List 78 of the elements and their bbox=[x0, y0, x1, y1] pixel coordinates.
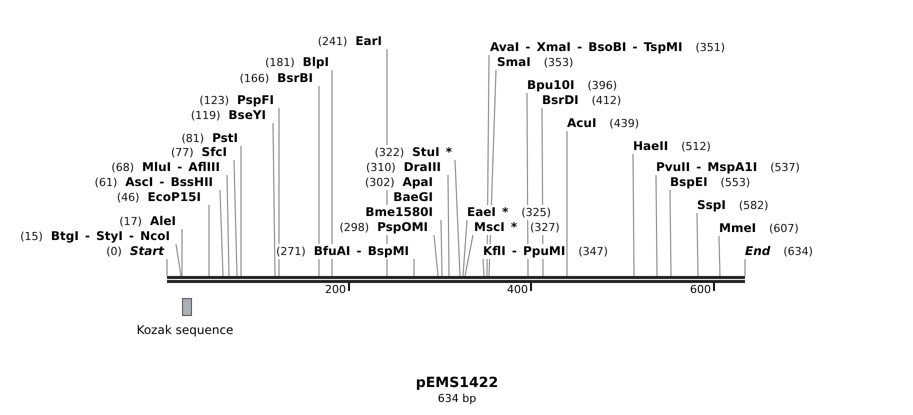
enzyme-name: Bpu10I bbox=[527, 78, 574, 93]
leader-line bbox=[656, 174, 658, 276]
leader-line bbox=[482, 258, 484, 276]
tick-label: 600 bbox=[690, 283, 711, 296]
cut-position: (412) bbox=[592, 93, 622, 108]
leader-line bbox=[464, 234, 474, 276]
dna-sequence-bar bbox=[167, 276, 745, 283]
cut-position: (322) bbox=[374, 145, 404, 160]
leader-line bbox=[434, 234, 438, 276]
leader-line bbox=[272, 122, 276, 276]
enzyme-name: Bme1580I bbox=[365, 205, 433, 220]
leader-line bbox=[318, 86, 320, 276]
leader-line bbox=[454, 160, 460, 276]
cut-position: (166) bbox=[240, 71, 270, 86]
enzyme-name: PspFI bbox=[237, 93, 274, 108]
cut-position: (298) bbox=[339, 220, 370, 235]
leader-line bbox=[632, 154, 634, 276]
leader-line bbox=[448, 174, 450, 276]
cut-position: (68) bbox=[111, 160, 134, 175]
sequence-length: 634 bp bbox=[438, 392, 476, 405]
leader-line bbox=[566, 130, 568, 276]
leader-line bbox=[744, 258, 746, 276]
cut-position: (512) bbox=[681, 139, 711, 154]
cut-position: (46) bbox=[116, 190, 140, 205]
cut-position: (347) bbox=[578, 244, 608, 259]
cut-position: (302) bbox=[364, 175, 395, 190]
leader-line bbox=[234, 160, 238, 276]
cut-position: (351) bbox=[695, 40, 726, 55]
leader-line bbox=[176, 244, 182, 276]
cut-position: (537) bbox=[770, 160, 800, 175]
cut-position: (241) bbox=[318, 34, 348, 49]
cut-position: (123) bbox=[199, 93, 230, 108]
cut-position: (634) bbox=[783, 244, 813, 259]
leader-line bbox=[220, 190, 224, 276]
cut-position: (77) bbox=[170, 145, 194, 160]
cut-position: (181) bbox=[265, 55, 295, 70]
enzyme-name: KflI - PpuMI bbox=[483, 244, 566, 259]
map-title: pEMS1422 bbox=[416, 375, 498, 392]
cut-position: (582) bbox=[738, 198, 768, 213]
cut-position: (327) bbox=[530, 220, 560, 235]
tick-label: 200 bbox=[325, 283, 346, 296]
enzyme-name: SspI bbox=[697, 198, 726, 213]
cut-position: (271) bbox=[276, 244, 306, 259]
cut-position: (353) bbox=[544, 55, 574, 70]
leader-line bbox=[240, 146, 242, 276]
leader-line bbox=[226, 174, 230, 276]
enzyme-name: EaeI * bbox=[467, 205, 508, 220]
cut-position: (15) bbox=[20, 229, 43, 244]
leader-line bbox=[462, 220, 468, 276]
leader-line bbox=[166, 258, 168, 276]
cut-position: (310) bbox=[366, 160, 396, 175]
cut-position: (439) bbox=[609, 116, 640, 131]
tick-label: 400 bbox=[507, 283, 528, 296]
leader-line bbox=[718, 236, 720, 276]
enzyme-name: BfuAI - BspMI bbox=[314, 244, 409, 259]
cut-position: (607) bbox=[769, 221, 799, 236]
leader-line bbox=[696, 212, 698, 276]
leader-line bbox=[208, 204, 210, 276]
cut-position: (553) bbox=[720, 175, 750, 190]
enzyme-name: PvuII - MspA1I bbox=[656, 160, 758, 175]
cut-position: (81) bbox=[181, 131, 204, 146]
feature-label: Kozak sequence bbox=[136, 322, 234, 338]
cut-position: (0) bbox=[106, 244, 122, 259]
enzyme-name: PspOMI bbox=[377, 220, 428, 235]
cut-position: (325) bbox=[521, 205, 551, 220]
cut-position: (396) bbox=[587, 78, 618, 93]
enzyme-name: AvaI - XmaI - BsoBI - TspMI bbox=[490, 40, 682, 55]
leader-line bbox=[278, 108, 280, 276]
leader-line bbox=[440, 220, 442, 276]
enzyme-name: BtgI - StyI - NcoI bbox=[50, 229, 170, 244]
enzyme-name: MscI * bbox=[474, 220, 518, 235]
cut-position: (119) bbox=[190, 108, 220, 123]
enzyme-name: BlpI bbox=[302, 55, 329, 70]
enzyme-name: ApaI bbox=[402, 175, 433, 190]
cut-position: (61) bbox=[94, 175, 118, 190]
enzyme-name: BspEI bbox=[670, 175, 708, 190]
cut-position: (17) bbox=[119, 214, 142, 229]
leader-line bbox=[670, 190, 672, 276]
